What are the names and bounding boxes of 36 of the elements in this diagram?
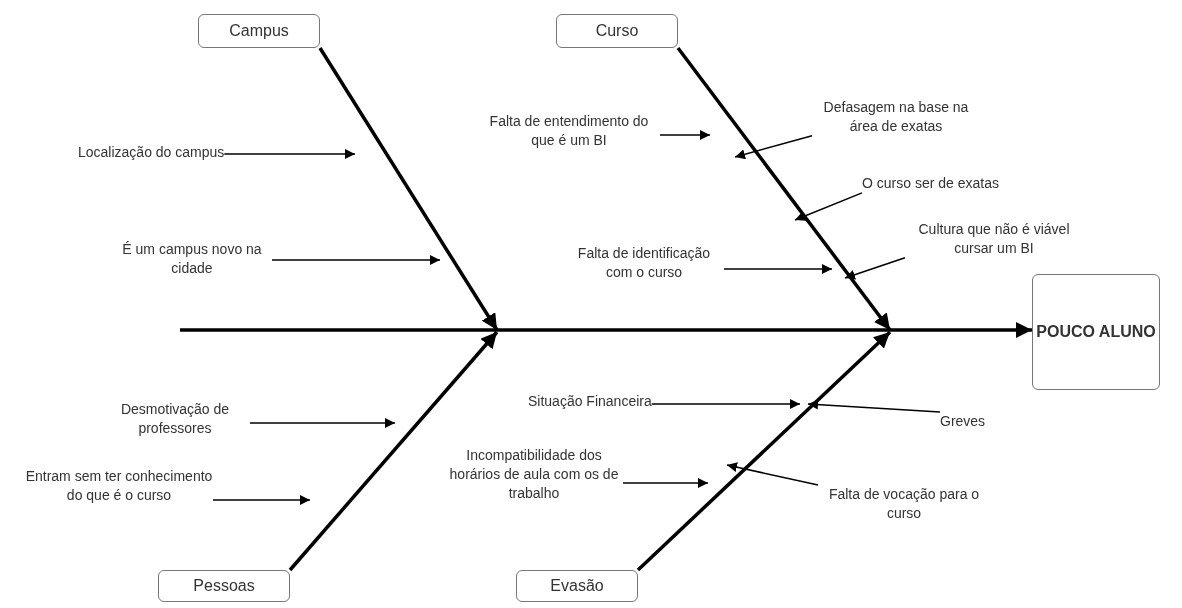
arrow [651, 399, 801, 409]
cause-label: Desmotivação de professores [100, 400, 250, 438]
bone-arrow [318, 47, 499, 331]
arrow [726, 462, 819, 486]
effect-box: POUCO ALUNO [1032, 274, 1160, 390]
bone-arrow [288, 330, 499, 572]
cause-label: Falta de identificação com o curso [564, 244, 724, 282]
bone-arrow [180, 322, 1032, 338]
category-box: Campus [198, 14, 320, 48]
cause-label: Cultura que não é viável cursar um BI [905, 220, 1083, 258]
cause-label: Falta de entendimento do que é um BI [478, 112, 660, 150]
category-box: Curso [556, 14, 678, 48]
arrow [723, 264, 833, 274]
cause-label: Localização do campus [78, 143, 225, 162]
cause-label: Incompatibilidade dos horários de aula com os de trabalho [445, 446, 623, 503]
arrow [794, 192, 863, 221]
cause-label: Entram sem ter conhecimento do que é o curso [25, 467, 213, 505]
arrow [212, 495, 311, 505]
arrow [271, 255, 441, 265]
arrow [844, 257, 906, 280]
arrow [249, 418, 396, 428]
arrow [807, 399, 941, 413]
bone-arrow [636, 330, 892, 572]
arrow [223, 149, 356, 159]
cause-label: Falta de vocação para o curso [818, 485, 990, 523]
arrow [659, 130, 711, 140]
cause-label: É um campus novo na cidade [112, 240, 272, 278]
arrow [622, 478, 709, 488]
bone-arrow [676, 46, 892, 332]
category-box: Evasão [516, 570, 638, 602]
cause-label: Greves [940, 412, 986, 431]
category-box: Pessoas [158, 570, 290, 602]
cause-label: Defasagem na base na área de exatas [812, 98, 980, 136]
cause-label: Situação Financeira [528, 392, 652, 411]
arrow [734, 135, 813, 160]
cause-label: O curso ser de exatas [862, 174, 999, 193]
